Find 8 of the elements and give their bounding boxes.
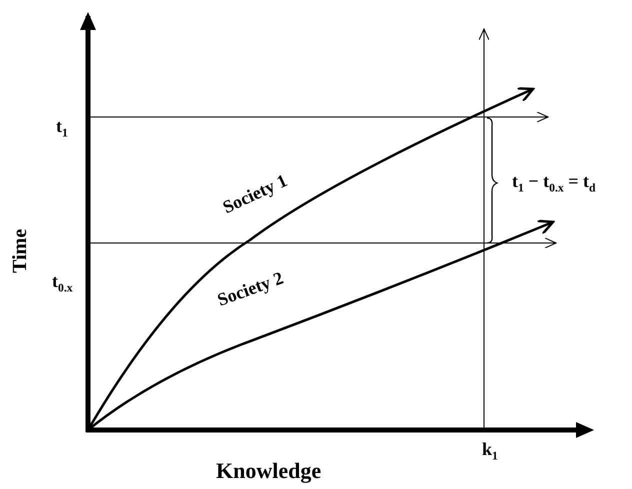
tick-label: t$_{1}$ bbox=[56, 117, 68, 140]
axis-title: Time bbox=[10, 228, 30, 273]
axis-title: Knowledge bbox=[216, 460, 322, 482]
equation: t$_{1}$ − t$_{0.x}$ = t$_{d}$ bbox=[512, 172, 596, 194]
tick-label: t$_{0.x}$ bbox=[52, 272, 73, 294]
tick-label: k$_{1}$ bbox=[482, 440, 498, 462]
curve-label: Society 2 bbox=[215, 268, 286, 309]
curve-label: Society 1 bbox=[220, 171, 290, 216]
